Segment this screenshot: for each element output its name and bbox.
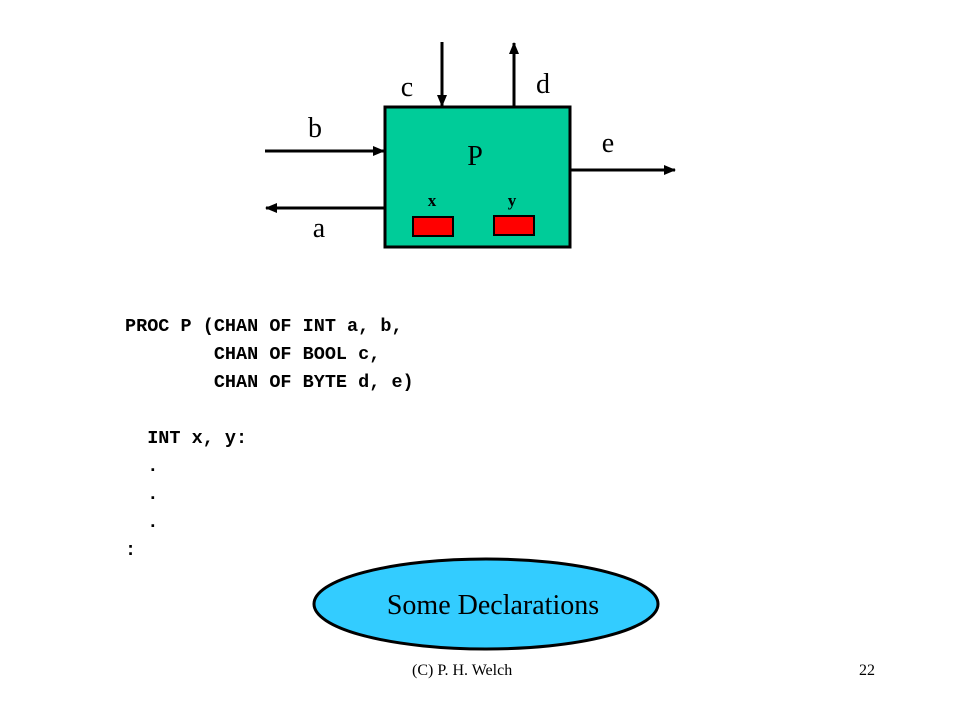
code-line: . [125, 456, 159, 477]
code-line: : [125, 540, 137, 561]
process-label: P [467, 141, 483, 172]
callout-ellipse [312, 557, 660, 651]
variable-x-box [412, 216, 454, 237]
code-line: . [125, 484, 159, 505]
code-line: INT x, y: [125, 428, 248, 449]
code-line: PROC P (CHAN OF INT a, b, [125, 316, 403, 337]
page-number: 22 [859, 662, 875, 679]
variable-y-label: y [508, 191, 517, 210]
channel-b-label: b [308, 113, 322, 144]
callout-text: Some Declarations [387, 590, 599, 621]
footer-author: (C) P. H. Welch [412, 662, 513, 679]
variable-y-box [493, 215, 535, 236]
channel-c-label: c [401, 72, 413, 103]
code-line: . [125, 512, 159, 533]
code-block: PROC P (CHAN OF INT a, b, CHAN OF BOOL c… [125, 313, 414, 565]
code-line: CHAN OF BYTE d, e) [125, 372, 414, 393]
code-line [125, 397, 414, 425]
channel-d-label: d [536, 69, 550, 100]
variable-x-label: x [428, 191, 437, 210]
channel-a-label: a [313, 213, 326, 244]
code-line: CHAN OF BOOL c, [125, 344, 381, 365]
channel-e-label: e [602, 128, 614, 159]
